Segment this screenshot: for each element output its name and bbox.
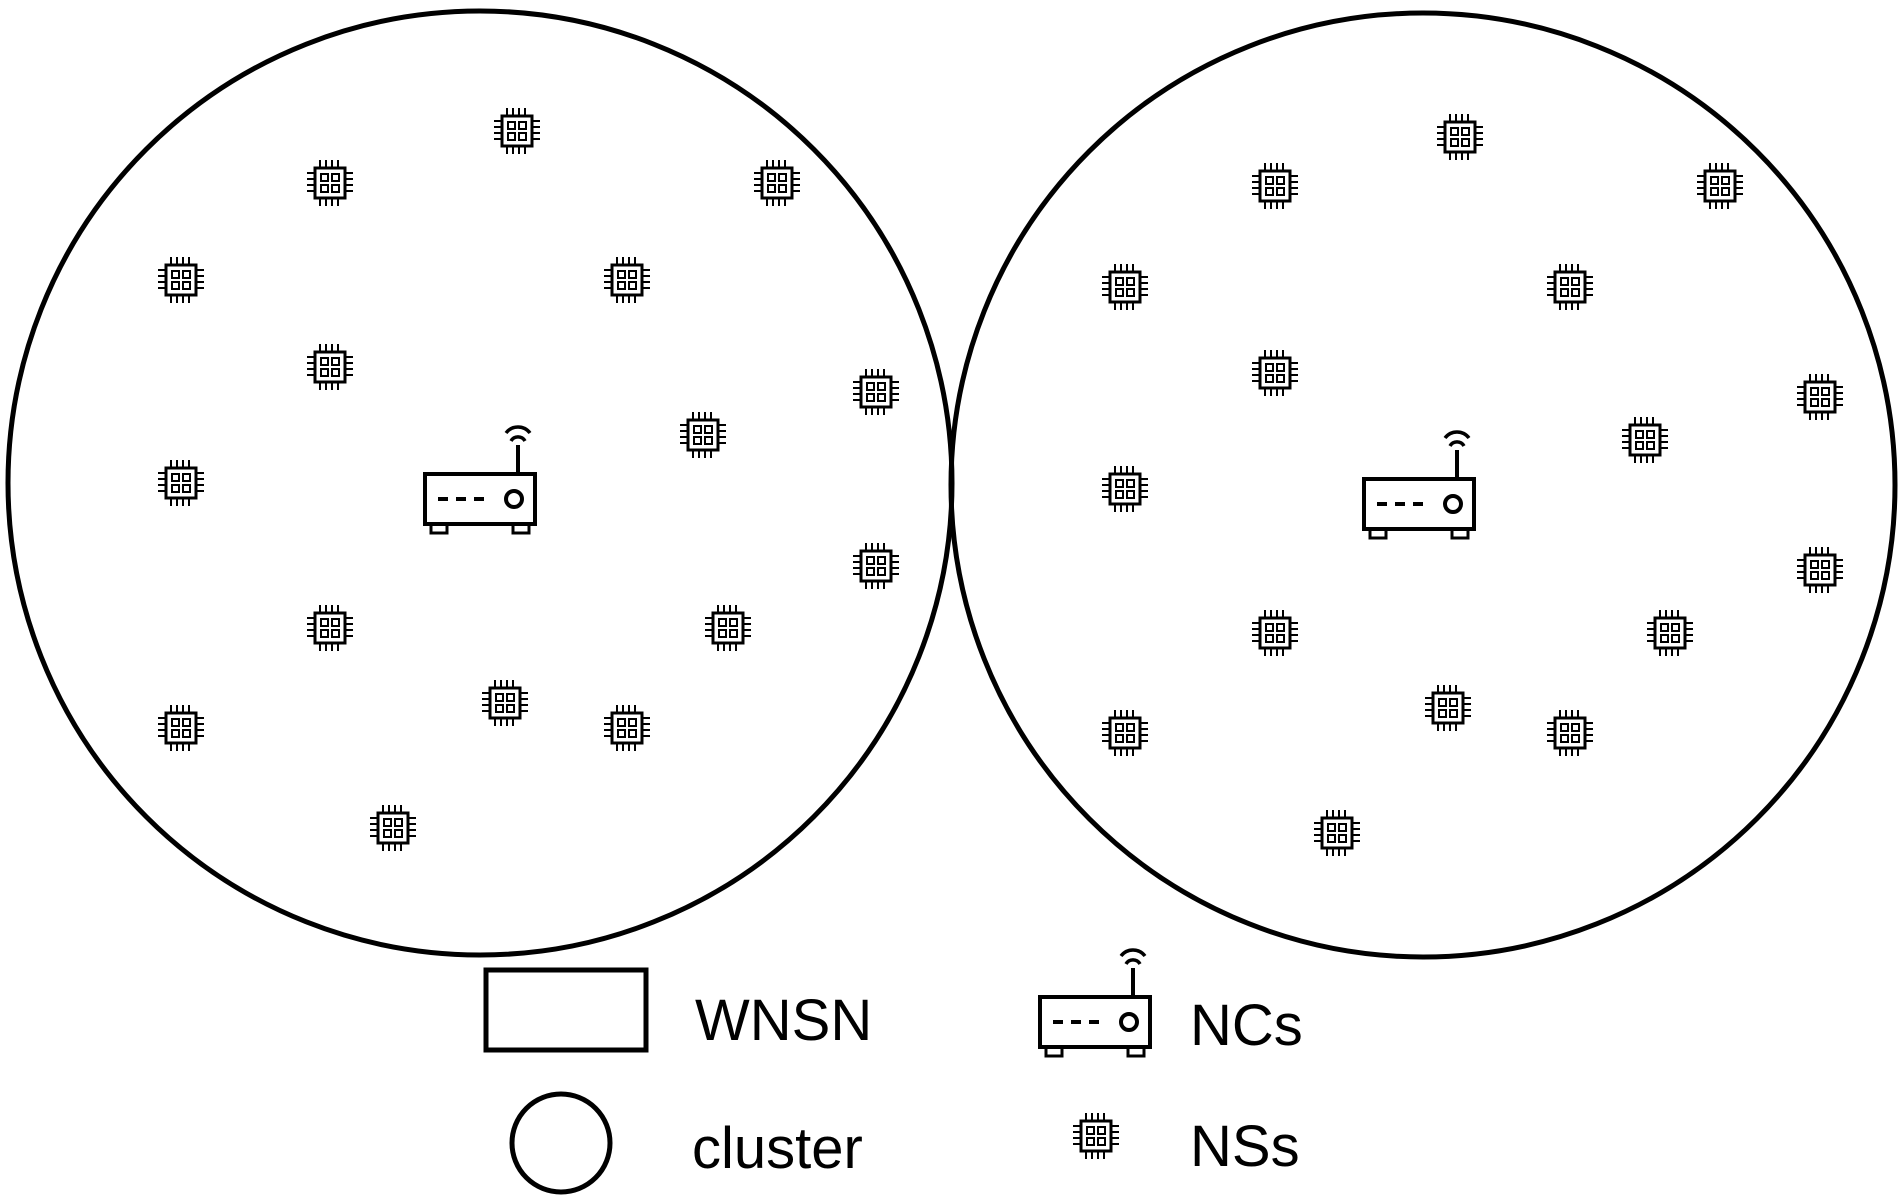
legend-item-wnsn: WNSN	[483, 967, 872, 1053]
chip-icon	[1645, 608, 1695, 658]
chip-icon	[480, 678, 530, 728]
chip-icon	[156, 458, 206, 508]
cluster-right	[948, 10, 1898, 960]
chip-icon	[368, 803, 418, 853]
chip-icon	[1250, 348, 1300, 398]
legend-label-nss: NSs	[1190, 1114, 1300, 1179]
chip-icon	[1250, 161, 1300, 211]
chip-icon	[305, 603, 355, 653]
chip-icon	[1100, 708, 1150, 758]
router-icon	[1362, 430, 1476, 540]
router-icon	[1038, 948, 1152, 1058]
chip-icon	[1545, 262, 1595, 312]
chip-icon	[1435, 112, 1485, 162]
chip-icon	[752, 158, 802, 208]
chip-icon	[602, 255, 652, 305]
rectangle-icon	[483, 967, 649, 1053]
router-icon	[423, 425, 537, 535]
chip-icon	[1312, 808, 1362, 858]
chip-icon	[305, 158, 355, 208]
chip-icon	[1795, 545, 1845, 595]
legend-label-cluster: cluster	[692, 1116, 863, 1181]
chip-icon	[1250, 608, 1300, 658]
chip-icon	[1071, 1111, 1121, 1161]
chip-icon	[678, 410, 728, 460]
chip-icon	[703, 603, 753, 653]
chip-icon	[156, 255, 206, 305]
chip-icon	[1695, 161, 1745, 211]
chip-icon	[492, 106, 542, 156]
chip-icon	[1620, 415, 1670, 465]
chip-icon	[1100, 464, 1150, 514]
chip-icon	[305, 342, 355, 392]
chip-icon	[156, 703, 206, 753]
legend-label-wnsn: WNSN	[695, 988, 872, 1053]
chip-icon	[1100, 262, 1150, 312]
legend: WNSN cluster NCs NSs	[483, 948, 1303, 1195]
circle-icon	[509, 1091, 613, 1195]
chip-icon	[1545, 708, 1595, 758]
chip-icon	[851, 541, 901, 591]
cluster-left	[5, 8, 955, 958]
legend-label-ncs: NCs	[1190, 993, 1303, 1058]
cluster-boundary	[948, 10, 1898, 960]
legend-item-ncs: NCs	[1038, 948, 1303, 1058]
chip-icon	[602, 703, 652, 753]
chip-icon	[851, 367, 901, 417]
chip-icon	[1423, 683, 1473, 733]
legend-item-cluster: cluster	[509, 1091, 863, 1195]
chip-icon	[1795, 372, 1845, 422]
legend-item-nss: NSs	[1071, 1111, 1300, 1179]
